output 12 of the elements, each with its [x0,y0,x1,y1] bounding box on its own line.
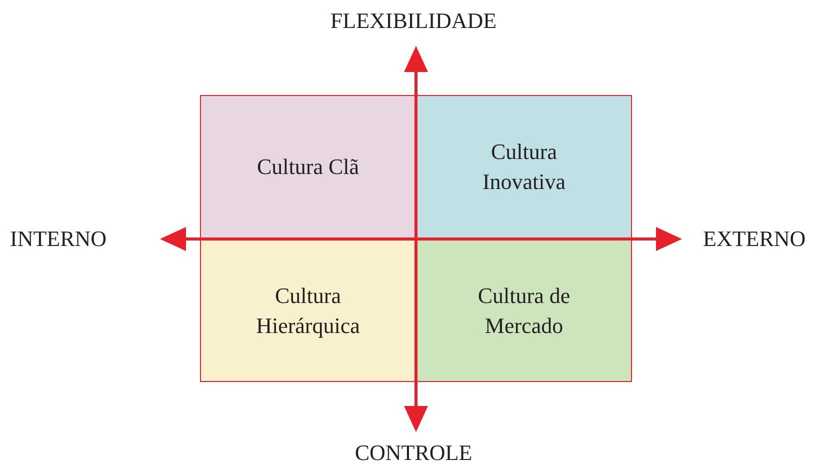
quadrant-label: Cultura de Mercado [476,282,572,340]
quadrant-box [416,239,632,382]
axis-label: INTERNO [10,226,107,251]
quadrant-box [416,95,632,239]
axis-label: EXTERNO [703,226,806,251]
quadrant-box [200,95,416,239]
axis-label: CONTROLE [354,440,472,465]
quadrant-label: Cultura Clã [256,153,360,181]
quadrant-label: Cultura Hierárquica [255,282,361,340]
quadrant-box [200,239,416,382]
quadrant-label: Cultura Inovativa [481,138,567,196]
axis-label: FLEXIBILIDADE [330,8,497,33]
